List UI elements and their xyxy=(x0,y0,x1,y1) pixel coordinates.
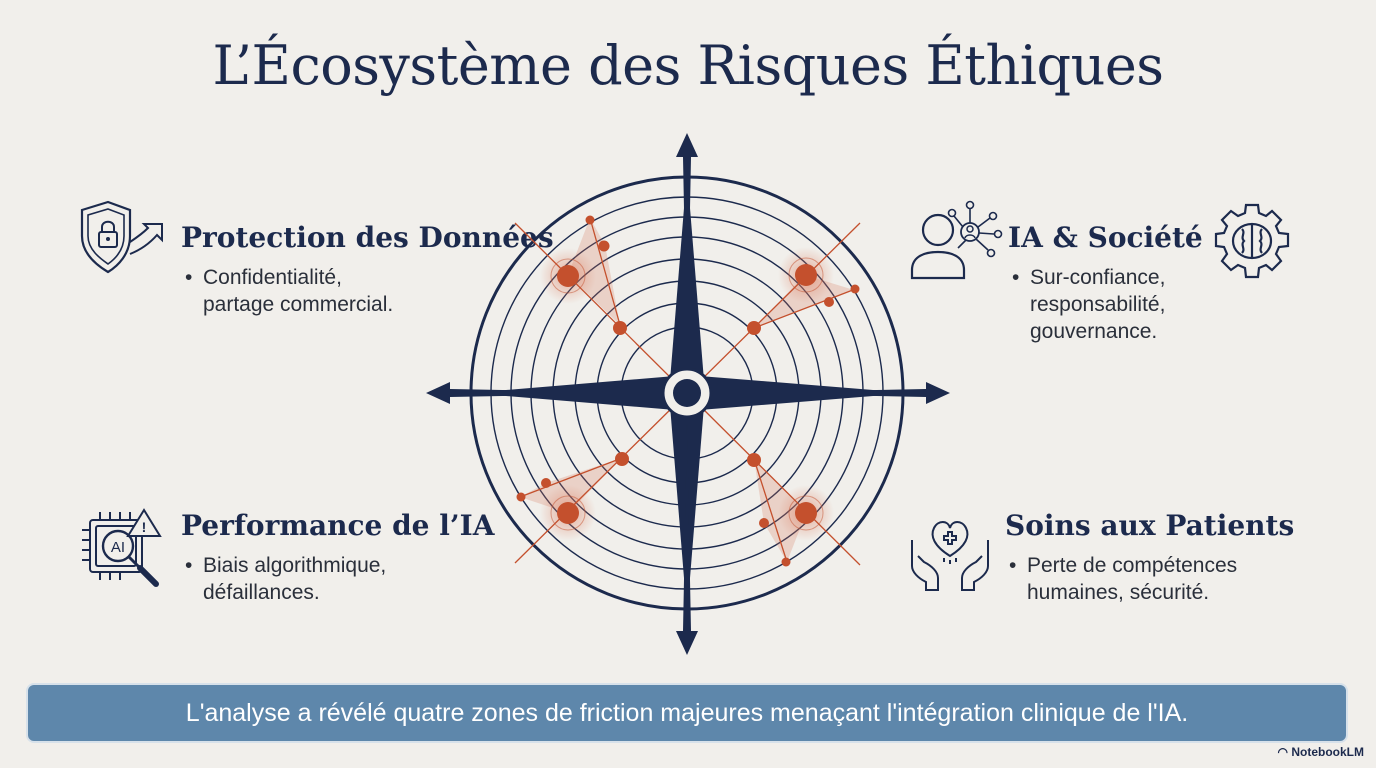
ai-chip-warning-icon: ! AI xyxy=(82,508,162,587)
description-line: responsabilité, xyxy=(1030,293,1166,316)
compass-star xyxy=(426,133,950,655)
risk-zone-patient-care xyxy=(693,399,861,567)
person-network-icon xyxy=(910,200,1003,280)
quadrant-title: Performance de l’IA xyxy=(181,509,495,542)
risk-zone-ai-performance xyxy=(514,399,681,564)
description-line: partage commercial. xyxy=(203,293,394,316)
description-line: Perte de compétences xyxy=(1027,554,1238,577)
brand-logo-icon: ◠ xyxy=(1277,745,1292,759)
hands-heart-icon xyxy=(911,521,989,591)
bullet: • xyxy=(1009,554,1017,577)
bullet: • xyxy=(1012,266,1020,289)
summary-banner: L'analyse a révélé quatre zones de frict… xyxy=(26,683,1348,743)
svg-text:!: ! xyxy=(142,519,147,535)
quadrant-title: Protection des Données xyxy=(181,221,554,254)
bullet: • xyxy=(185,266,193,289)
description-line: défaillances. xyxy=(203,581,320,604)
description-line: Biais algorithmique, xyxy=(203,554,387,577)
risk-compass-diagram xyxy=(426,133,950,655)
risk-zone-data-protection xyxy=(514,215,681,388)
page-title: L’Écosystème des Risques Éthiques xyxy=(212,34,1164,97)
description-line: Sur-confiance, xyxy=(1030,266,1166,289)
description-line: Confidentialité, xyxy=(203,266,342,289)
quadrant-patient-care: Soins aux Patients • Perte de compétence… xyxy=(1005,509,1294,606)
quadrant-description: • Perte de compétences humaines, sécurit… xyxy=(1005,552,1294,606)
quadrant-title: IA & Société xyxy=(1008,221,1203,254)
quadrant-description: • Biais algorithmique, défaillances. xyxy=(181,552,494,606)
quadrant-ai-society: IA & Société • Sur-confiance, responsabi… xyxy=(1008,221,1203,345)
brand-label: NotebookLM xyxy=(1291,745,1364,759)
bullet: • xyxy=(185,554,193,577)
ai-chip-label: AI xyxy=(111,539,125,556)
description-line: gouvernance. xyxy=(1030,320,1158,343)
shield-lock-icon xyxy=(80,200,163,274)
quadrant-description: • Confidentialité, partage commercial. xyxy=(181,264,554,318)
quadrant-title: Soins aux Patients xyxy=(1005,509,1295,542)
gear-brain-icon xyxy=(1214,203,1290,279)
description-line: humaines, sécurité. xyxy=(1027,581,1210,604)
notebooklm-brand: ◠ NotebookLM xyxy=(1278,745,1364,759)
risk-zone-ai-society xyxy=(693,222,861,388)
quadrant-description: • Sur-confiance, responsabilité, gouvern… xyxy=(1008,264,1203,345)
quadrant-data-protection: Protection des Données • Confidentialité… xyxy=(181,221,554,318)
quadrant-ai-performance: Performance de l’IA • Biais algorithmiqu… xyxy=(181,509,494,606)
